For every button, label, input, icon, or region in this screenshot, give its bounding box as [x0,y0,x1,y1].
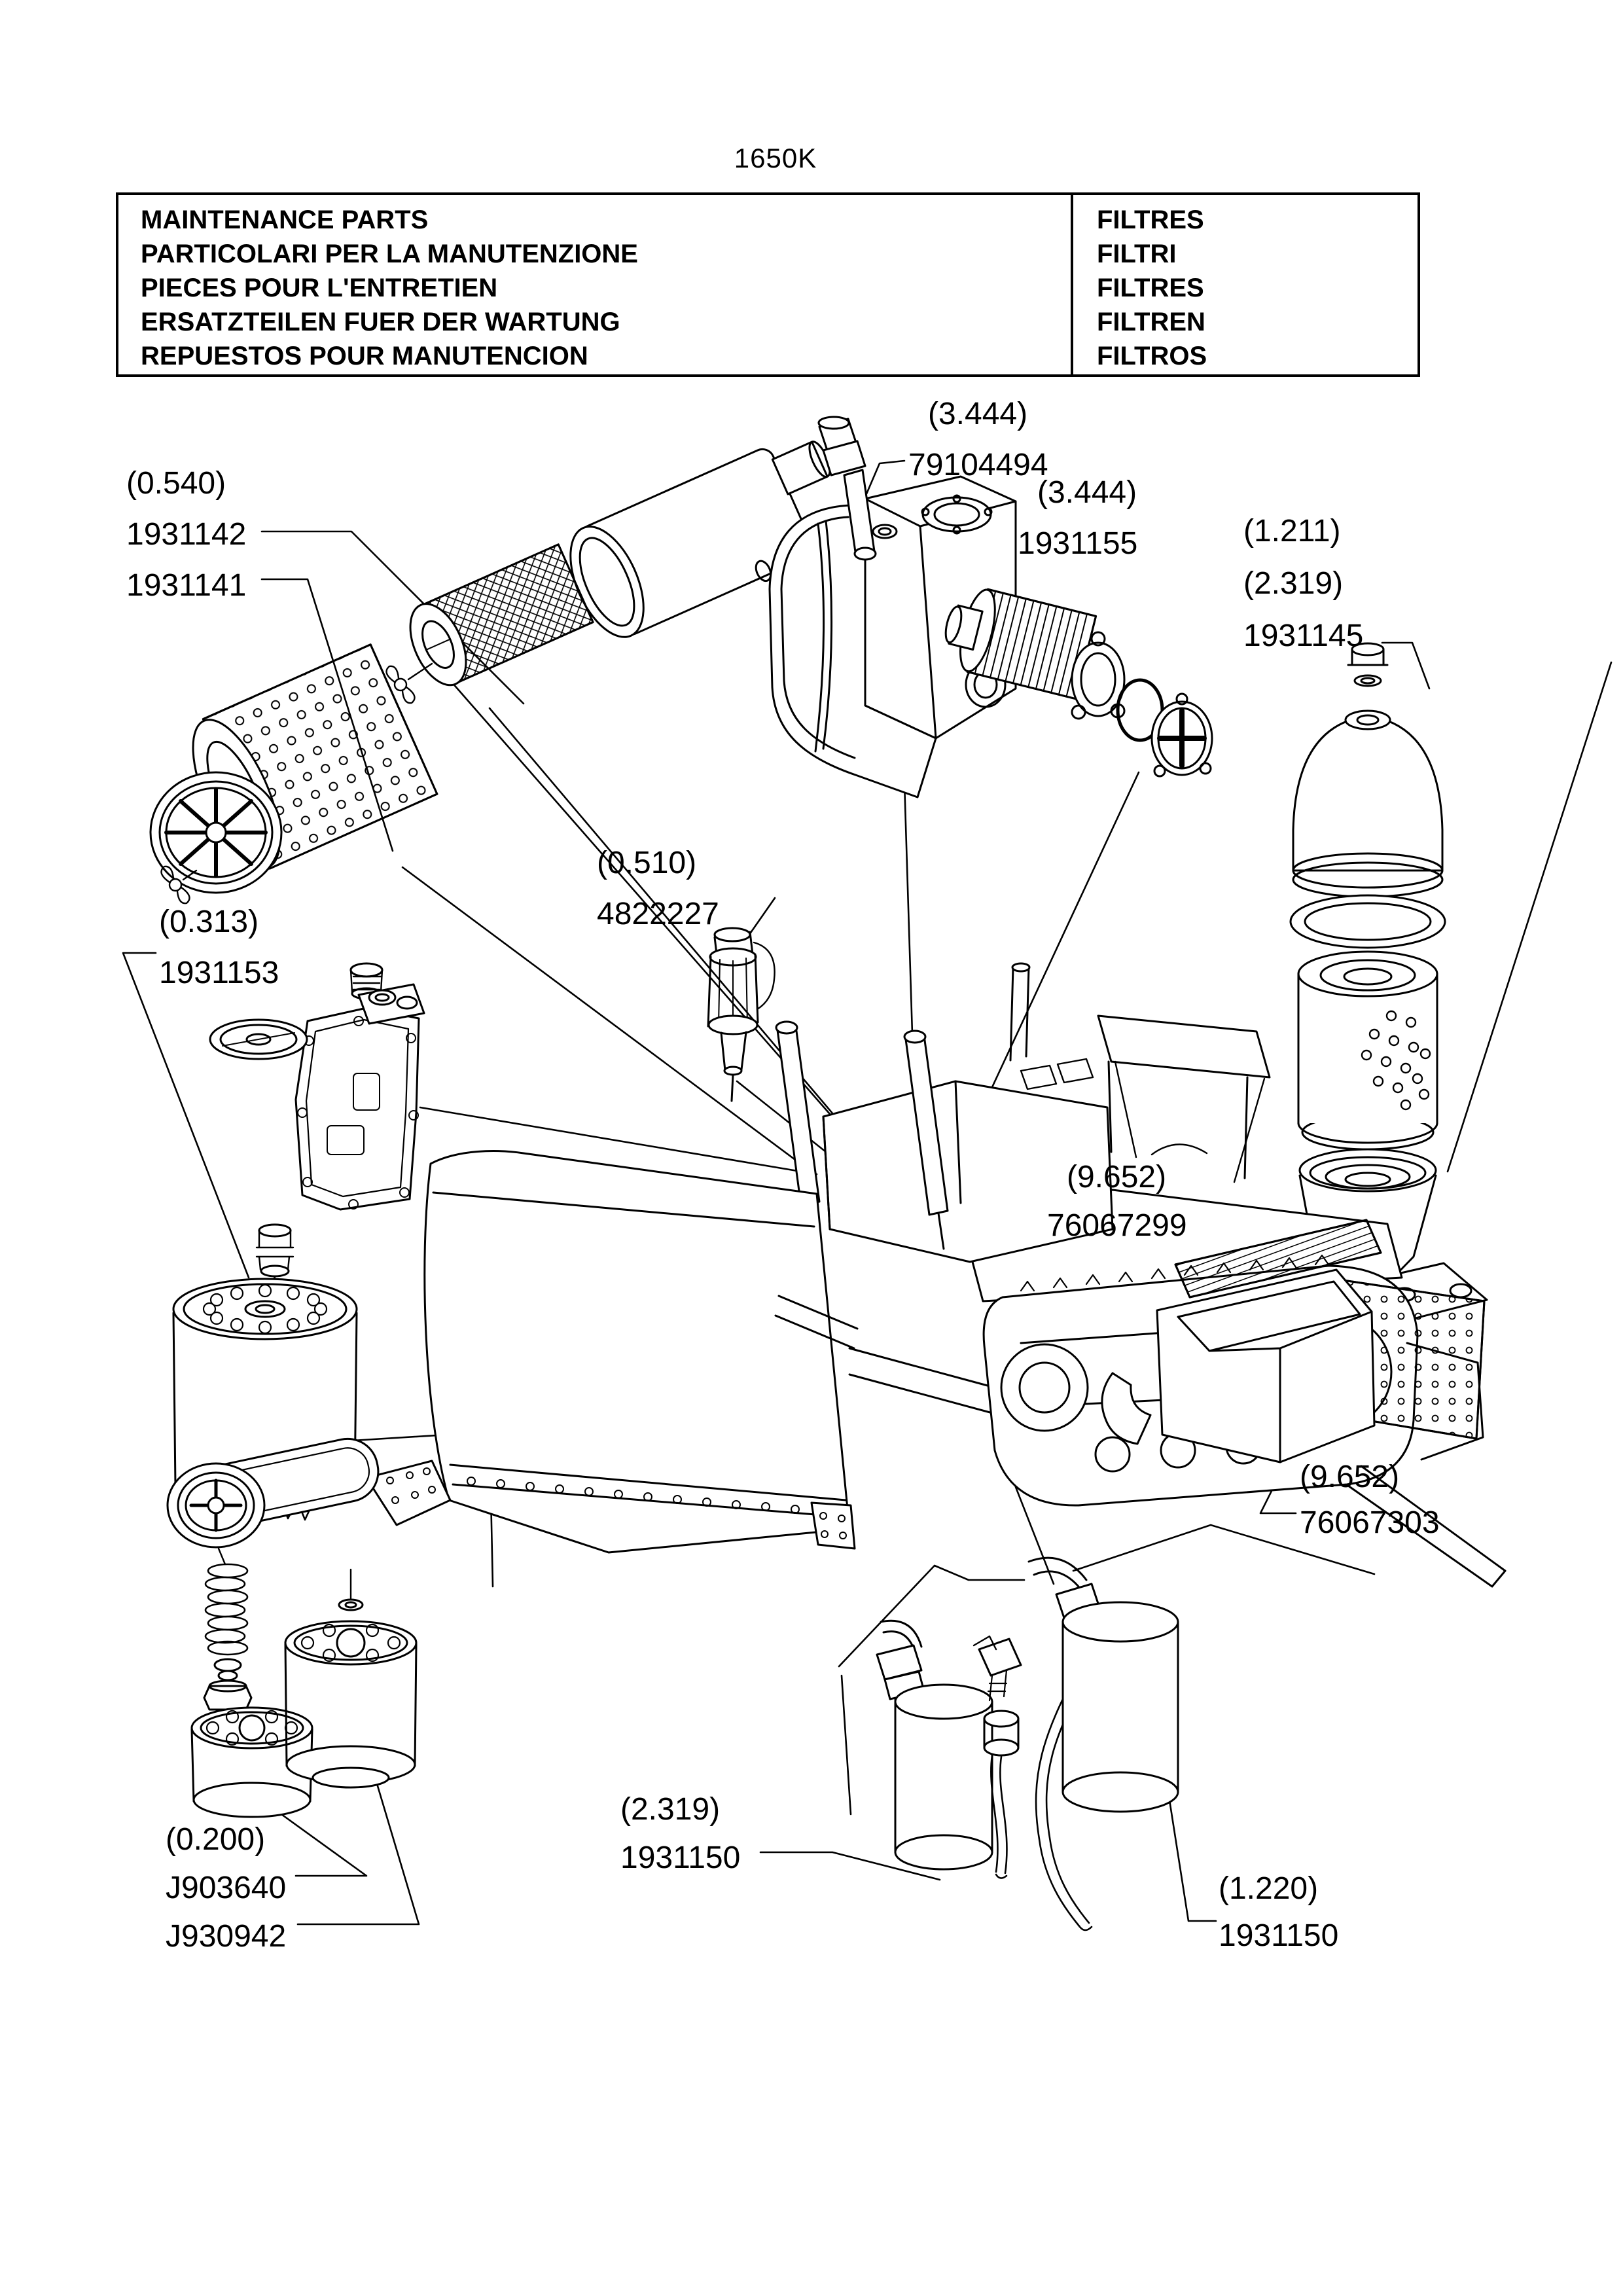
air-filter-drawing [149,440,831,905]
ref-number: (2.319) [620,1792,721,1827]
part-number: 1931150 [1219,1918,1339,1953]
ref-number: (2.319) [1243,566,1344,601]
part-number: 1931150 [620,1840,741,1875]
callout-air-filter: (0.540) 1931142 1931141 [126,458,246,611]
part-number: 76067303 [1300,1505,1440,1540]
callout-fuel-filter: (0.510) 4822227 [597,838,719,940]
header-line-en: MAINTENANCE PARTS [141,206,429,234]
spin-on-filters-drawing [166,1437,418,1818]
ref-number: (1.220) [1219,1871,1319,1906]
part-number: 1931141 [126,568,247,603]
callout-hydraulic-sender: (3.444) 79104494 [908,389,1048,491]
ref-number: (9.652) [1300,1460,1400,1494]
header-table-left-cell: MAINTENANCE PARTS PARTICOLARI PER LA MAN… [118,195,1071,374]
header-table-right-cell: FILTRES FILTRI FILTRES FILTREN FILTROS [1071,195,1418,374]
header-line-de: ERSATZTEILEN FUER DER WARTUNG [141,308,620,336]
ref-number: (0.510) [597,846,697,880]
oil-cooler-drawing [172,962,425,1521]
part-number: 76067299 [1047,1208,1187,1243]
callout-spin-on-filters: (0.200) J903640 J930942 [166,1816,286,1961]
header-filter-fr: FILTRES [1097,274,1204,302]
oil-filter-stack-drawing [1241,642,1488,1326]
ac-drier-drawing [876,1556,1179,1931]
header-filter-es: FILTROS [1097,342,1207,370]
ref-number: (3.444) [928,397,1028,431]
part-number: J930942 [166,1919,287,1954]
header-filter-en: FILTRES [1097,206,1204,234]
part-number: 1931153 [159,956,279,990]
ref-number: (1.211) [1243,514,1341,548]
ref-number: (0.540) [126,466,226,501]
part-number: 79104494 [908,448,1048,482]
fuel-filter-drawing [707,927,776,1102]
header-line-fr: PIECES POUR L'ENTRETIEN [141,274,498,302]
ref-number: (9.652) [1067,1160,1167,1194]
part-number: 1931145 [1243,619,1364,653]
callout-hydraulic-filter: (3.444) 1931155 [1018,467,1137,569]
callout-ac-drier-right: (1.220) 1931150 [1219,1865,1338,1960]
part-number: J903640 [166,1871,287,1905]
page-title: 1650K [734,143,817,173]
ref-number: (3.444) [1037,475,1137,510]
header-line-it: PARTICOLARI PER LA MANUTENZIONE [141,240,638,268]
header-table: MAINTENANCE PARTS PARTICOLARI PER LA MAN… [116,192,1420,377]
part-number: 4822227 [597,897,719,931]
header-line-es: REPUESTOS POUR MANUTENCION [141,342,588,370]
cab-filter-drawing [1101,1219,1486,1463]
callout-ac-drier-left: (2.319) 1931150 [620,1785,740,1882]
header-filter-it: FILTRI [1097,240,1177,268]
callout-cab-filter-upper: (9.652) 76067299 [1047,1153,1187,1250]
ref-number: (0.313) [159,905,259,939]
part-number: 1931155 [1018,526,1138,561]
header-filter-de: FILTREN [1097,308,1205,336]
callout-oil-filter-stack: (1.211) (2.319) 1931145 [1243,505,1363,662]
ref-number: (0.200) [166,1822,266,1857]
callout-cab-filter-lower: (9.652) 76067303 [1300,1454,1440,1546]
hydraulic-filter-drawing [944,588,1213,778]
callout-oil-cooler-filter: (0.313) 1931153 [159,897,279,999]
part-number: 1931142 [126,517,247,552]
